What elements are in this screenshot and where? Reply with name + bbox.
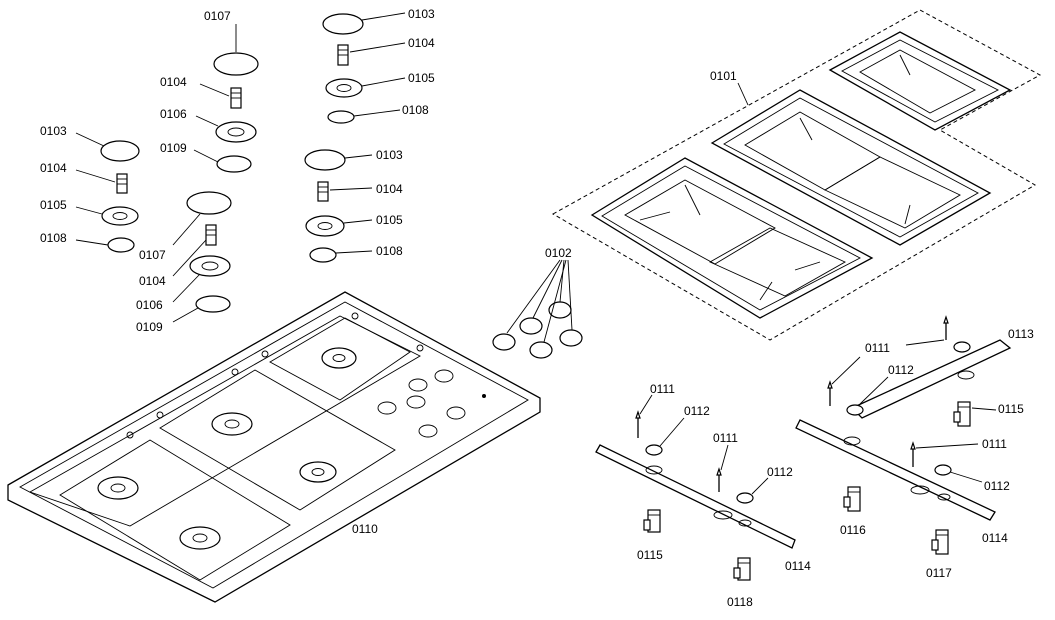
seal-0112-b — [736, 492, 754, 504]
burner-cap-0107-top — [213, 52, 259, 76]
label-0108-top: 0108 — [402, 103, 429, 117]
label-0110: 0110 — [352, 522, 378, 536]
burner-post-0104-top — [230, 87, 242, 109]
label-0108-left: 0108 — [40, 231, 67, 245]
label-0112-a: 0112 — [684, 404, 710, 418]
label-0115-b: 0115 — [998, 402, 1024, 416]
label-0112-c: 0112 — [888, 363, 914, 377]
gasket-0109-mid — [195, 295, 231, 313]
label-0105-left: 0105 — [40, 198, 67, 212]
manifold-0114-right — [795, 419, 996, 521]
valve-0118 — [733, 557, 751, 581]
label-0116: 0116 — [840, 523, 866, 537]
burner-post-0104-top-r — [337, 44, 349, 66]
knobs-0102 — [492, 301, 583, 359]
valve-0115-b — [953, 401, 971, 427]
gasket-0109-top — [216, 155, 252, 173]
label-0106-a: 0106 — [160, 107, 187, 121]
label-0107-top: 0107 — [204, 9, 231, 23]
burner-post-0104-right — [317, 181, 329, 202]
label-0113: 0113 — [1008, 327, 1034, 341]
seal-0112-e — [934, 464, 952, 476]
electrode-0111-e — [910, 441, 916, 467]
label-0111-b: 0111 — [713, 431, 738, 445]
label-0104-right: 0104 — [376, 182, 403, 196]
valve-0115-a — [643, 509, 661, 533]
label-0109-mid: 0109 — [136, 320, 163, 334]
label-0114-right: 0114 — [982, 531, 1008, 545]
burner-post-0104-mid — [205, 224, 217, 246]
burner-cap-0103-left — [100, 140, 140, 162]
electrode-0111-c — [943, 315, 949, 340]
gasket-0108-left — [107, 237, 135, 253]
burner-post-0104-left — [116, 173, 128, 194]
burner-base-0105-top — [325, 78, 363, 98]
label-0103-right: 0103 — [376, 148, 403, 162]
label-0111-e: 0111 — [982, 437, 1007, 451]
label-0102: 0102 — [545, 246, 572, 260]
label-0111-a: 0111 — [650, 382, 675, 396]
label-0101: 0101 — [710, 69, 737, 83]
grate-left — [590, 157, 874, 319]
grate-middle — [710, 89, 992, 246]
gasket-0108-top — [327, 110, 355, 124]
label-0104-a: 0104 — [160, 75, 187, 89]
seal-0112-d — [846, 404, 864, 416]
label-0103-top: 0103 — [408, 7, 435, 21]
burner-base-0105-right — [305, 215, 345, 237]
label-0104-top: 0104 — [408, 36, 435, 50]
grate-right — [828, 31, 1012, 131]
electrode-0111-d — [827, 380, 833, 406]
label-0105-right: 0105 — [376, 213, 403, 227]
label-0112-e: 0112 — [984, 479, 1010, 493]
label-0115-a: 0115 — [637, 548, 663, 562]
burner-base-0106-mid — [189, 255, 231, 277]
valve-0116 — [843, 486, 861, 512]
label-0109-a: 0109 — [160, 141, 187, 155]
burner-base-0106-top — [215, 121, 257, 143]
electrode-0111-a — [635, 410, 641, 438]
label-0104-mid: 0104 — [139, 274, 166, 288]
cooktop-0110 — [7, 291, 541, 603]
label-0118: 0118 — [727, 595, 753, 609]
label-0106-mid: 0106 — [136, 298, 163, 312]
seal-0112-a — [645, 444, 663, 456]
label-0105-top: 0105 — [408, 71, 435, 85]
burner-cap-0103-right — [304, 149, 346, 171]
valve-0117 — [931, 529, 949, 555]
manifold-0114-left — [595, 444, 796, 549]
label-0114-left: 0114 — [785, 559, 811, 573]
burner-base-0105-left — [101, 206, 139, 226]
seal-0112-c — [953, 341, 971, 353]
label-0104-left: 0104 — [40, 161, 67, 175]
label-0108-right: 0108 — [376, 244, 403, 258]
label-0117: 0117 — [926, 566, 952, 580]
burner-cap-0107-mid — [186, 191, 232, 215]
grate-group-outline — [551, 9, 1042, 341]
label-0107-mid: 0107 — [139, 248, 166, 262]
electrode-0111-b — [716, 467, 722, 492]
burner-cap-0103-top — [322, 13, 364, 35]
gasket-0108-right — [309, 247, 337, 263]
label-0103-left: 0103 — [40, 124, 67, 138]
label-0112-b: 0112 — [767, 465, 793, 479]
label-0111-c: 0111 — [865, 341, 890, 355]
